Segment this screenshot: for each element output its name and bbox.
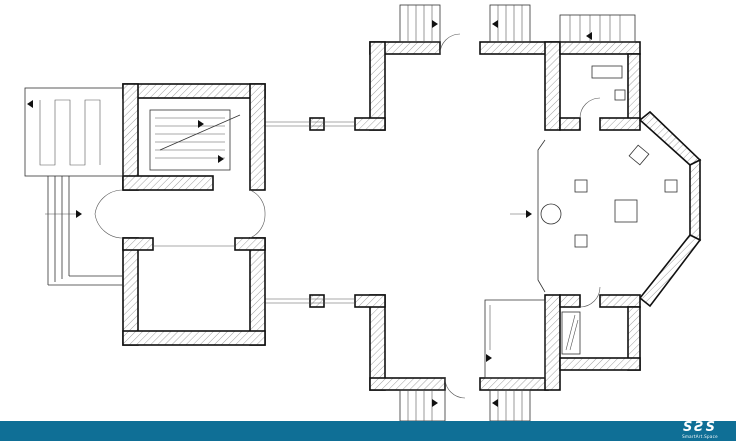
stairs [149,109,241,171]
floor-plan [24,4,702,421]
central-hall-walls [309,41,561,391]
left-stair-room [122,83,266,191]
logo-mark: SƧS [682,420,718,435]
entrance-doors [94,33,466,399]
altar-area [484,139,562,379]
logo-text: SmartArt.Space [682,434,718,439]
left-ramp [24,87,124,286]
corridor-windows [265,121,355,304]
brand-logo: SƧS SmartArt.Space [676,421,724,441]
footer-bar: SƧS SmartArt.Space [0,421,736,441]
right-rooms [559,14,702,371]
left-lower-room [122,237,266,346]
exterior-stairs [399,4,531,421]
